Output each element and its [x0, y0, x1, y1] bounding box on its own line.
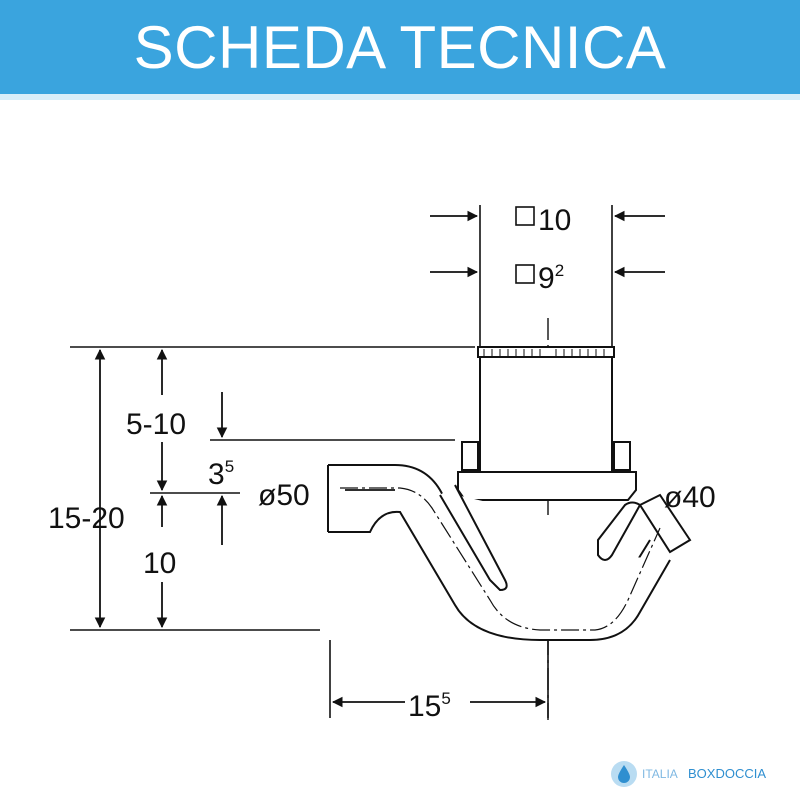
- dim-height-adjust: 5-10: [126, 408, 186, 441]
- dim-square-inner: 92: [538, 261, 564, 295]
- square-symbol-icon: [515, 264, 535, 284]
- dim-inlet-diameter: ø50: [258, 479, 310, 512]
- flange-grid: [483, 349, 605, 356]
- logo-text-boxdoccia: BOXDOCCIA: [688, 766, 766, 781]
- logo-text-italia: ITALIA: [642, 767, 678, 781]
- dim-square-outer: 10: [538, 204, 571, 237]
- page-title: SCHEDA TECNICA: [133, 13, 667, 81]
- dim-height-base: 10: [143, 547, 176, 580]
- dim-height-collar: 35: [208, 457, 234, 491]
- header-banner: SCHEDA TECNICA: [0, 0, 800, 100]
- water-drop-icon: [618, 765, 630, 783]
- brand-logo: ITALIA BOXDOCCIA: [611, 761, 766, 787]
- drain-body: [327, 346, 692, 641]
- dim-height-total: 15-20: [48, 502, 125, 535]
- pipe-axis: [340, 487, 661, 631]
- dim-outlet-diameter: ø40: [664, 481, 716, 514]
- square-symbol-icon: [515, 206, 535, 226]
- dim-horizontal-offset: 155: [408, 689, 451, 723]
